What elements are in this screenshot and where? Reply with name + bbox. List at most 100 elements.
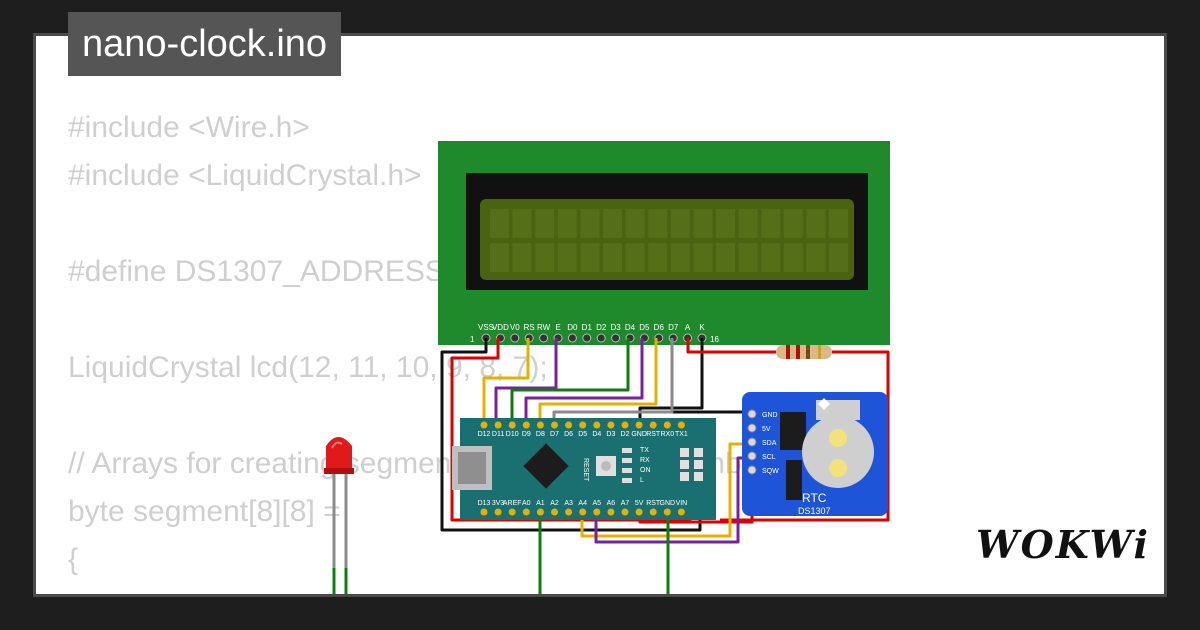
lcd-pin-label: D2 xyxy=(596,323,607,332)
lcd-pin xyxy=(510,333,520,343)
wire-rs[interactable] xyxy=(482,338,530,425)
nano-pin-label: D5 xyxy=(578,431,587,438)
lcd-cell xyxy=(761,243,781,272)
nano-pin xyxy=(663,421,671,429)
nano-pin xyxy=(593,508,601,516)
rtc-pin-label: SQW xyxy=(762,468,779,475)
rtc-pin xyxy=(747,465,757,475)
lcd-pin-label: D3 xyxy=(610,323,621,332)
lcd-cell xyxy=(625,209,645,238)
lcd-cell xyxy=(761,209,781,238)
rtc-pin xyxy=(747,451,757,461)
nano-pin-label: AREF xyxy=(503,500,522,507)
nano-pin-label: A7 xyxy=(621,500,630,507)
nano-pin-label: RST xyxy=(646,500,661,507)
wire-d6[interactable] xyxy=(538,338,658,425)
lcd-cell xyxy=(829,209,848,238)
wire-lcd-a[interactable] xyxy=(686,338,776,354)
lcd-cell xyxy=(603,209,622,238)
nano-pin-label: A4 xyxy=(578,500,587,507)
lcd-cell xyxy=(806,209,826,238)
nano-pin xyxy=(635,421,643,429)
wokwi-logo: WOKWi xyxy=(976,522,1150,567)
lcd-pin-number-last: 16 xyxy=(710,335,719,344)
wire-sda[interactable] xyxy=(580,442,752,538)
nano-pin-label: GND xyxy=(660,500,676,507)
nano-pin-label: RX0 xyxy=(660,431,674,438)
lcd-cell xyxy=(535,243,555,272)
nano-pin xyxy=(508,508,516,516)
led-red[interactable] xyxy=(324,437,354,568)
nano-pin-label: D8 xyxy=(536,431,545,438)
lcd-pin xyxy=(567,333,577,343)
nano-pin xyxy=(635,508,643,516)
nano-led-label: RX xyxy=(640,457,650,464)
wokwi-logo-text: WOKWi xyxy=(976,522,1150,567)
nano-pin-label: A2 xyxy=(550,500,559,507)
lcd-pin-label: D1 xyxy=(582,323,593,332)
wire-d4[interactable] xyxy=(510,338,630,425)
rtc-pin xyxy=(747,437,757,447)
wire-d5[interactable] xyxy=(524,338,644,425)
resistor[interactable] xyxy=(776,345,832,359)
nano-pin xyxy=(565,508,573,516)
nano-led-label: TX xyxy=(640,447,649,454)
nano-pin xyxy=(677,508,685,516)
icsp-pin xyxy=(680,472,689,481)
nano-pin xyxy=(677,421,685,429)
lcd-cell xyxy=(557,209,577,238)
rtc-pin-label: SDA xyxy=(762,440,777,447)
nano-pin xyxy=(551,421,558,429)
rtc-pin xyxy=(747,423,757,433)
code-line: byte segment[8][8] = xyxy=(68,495,341,528)
wire-gnd[interactable] xyxy=(440,338,702,532)
nano-pin xyxy=(607,508,615,516)
lcd-pin-label: VDD xyxy=(492,323,509,332)
rtc-pin xyxy=(747,409,757,419)
lcd-cell xyxy=(670,243,690,272)
nano-pin xyxy=(621,421,629,429)
lcd-cell xyxy=(648,209,668,238)
nano-pin xyxy=(579,508,587,516)
nano-pin-label: A0 xyxy=(522,500,531,507)
nano-pin xyxy=(649,508,657,516)
nano-pin xyxy=(663,508,671,516)
lcd-cell xyxy=(738,209,758,238)
nano-pin-label: D4 xyxy=(592,431,601,438)
nano-pin xyxy=(494,421,502,429)
lcd-pin-label: E xyxy=(555,323,560,332)
nano-pin-label: 5V xyxy=(635,500,644,507)
nano-pin xyxy=(621,508,629,516)
nano-pin xyxy=(565,421,573,429)
lcd-cell xyxy=(829,243,848,272)
wire-e[interactable] xyxy=(494,338,558,425)
nano-pin-label: D11 xyxy=(492,431,504,438)
rtc-pin-label: GND xyxy=(762,412,778,419)
lcd-pin-label: RS xyxy=(524,323,535,332)
lcd-pin-label: RW xyxy=(537,323,551,332)
nano-pin-label: A5 xyxy=(593,500,602,507)
nano-pin xyxy=(522,508,530,516)
nano-pin xyxy=(579,421,587,429)
lcd-pin-label: V0 xyxy=(510,323,520,332)
wire-d7[interactable] xyxy=(552,338,674,425)
lcd-pin-label: VSS xyxy=(478,323,494,332)
lcd-cell xyxy=(490,243,509,272)
icsp-pin xyxy=(694,448,703,457)
lcd-pin-number-first: 1 xyxy=(470,335,475,344)
reset-button-label: RESET xyxy=(582,458,589,482)
lcd-pin xyxy=(582,333,592,343)
lcd-pin-label: D5 xyxy=(639,323,650,332)
nano-pin-label: D10 xyxy=(506,431,519,438)
lcd-cell xyxy=(806,243,826,272)
lcd-cell xyxy=(625,243,645,272)
lcd-cell xyxy=(580,243,600,272)
lcd-cell xyxy=(693,209,713,238)
nano-pin xyxy=(480,508,488,516)
nano-pin xyxy=(607,421,615,429)
